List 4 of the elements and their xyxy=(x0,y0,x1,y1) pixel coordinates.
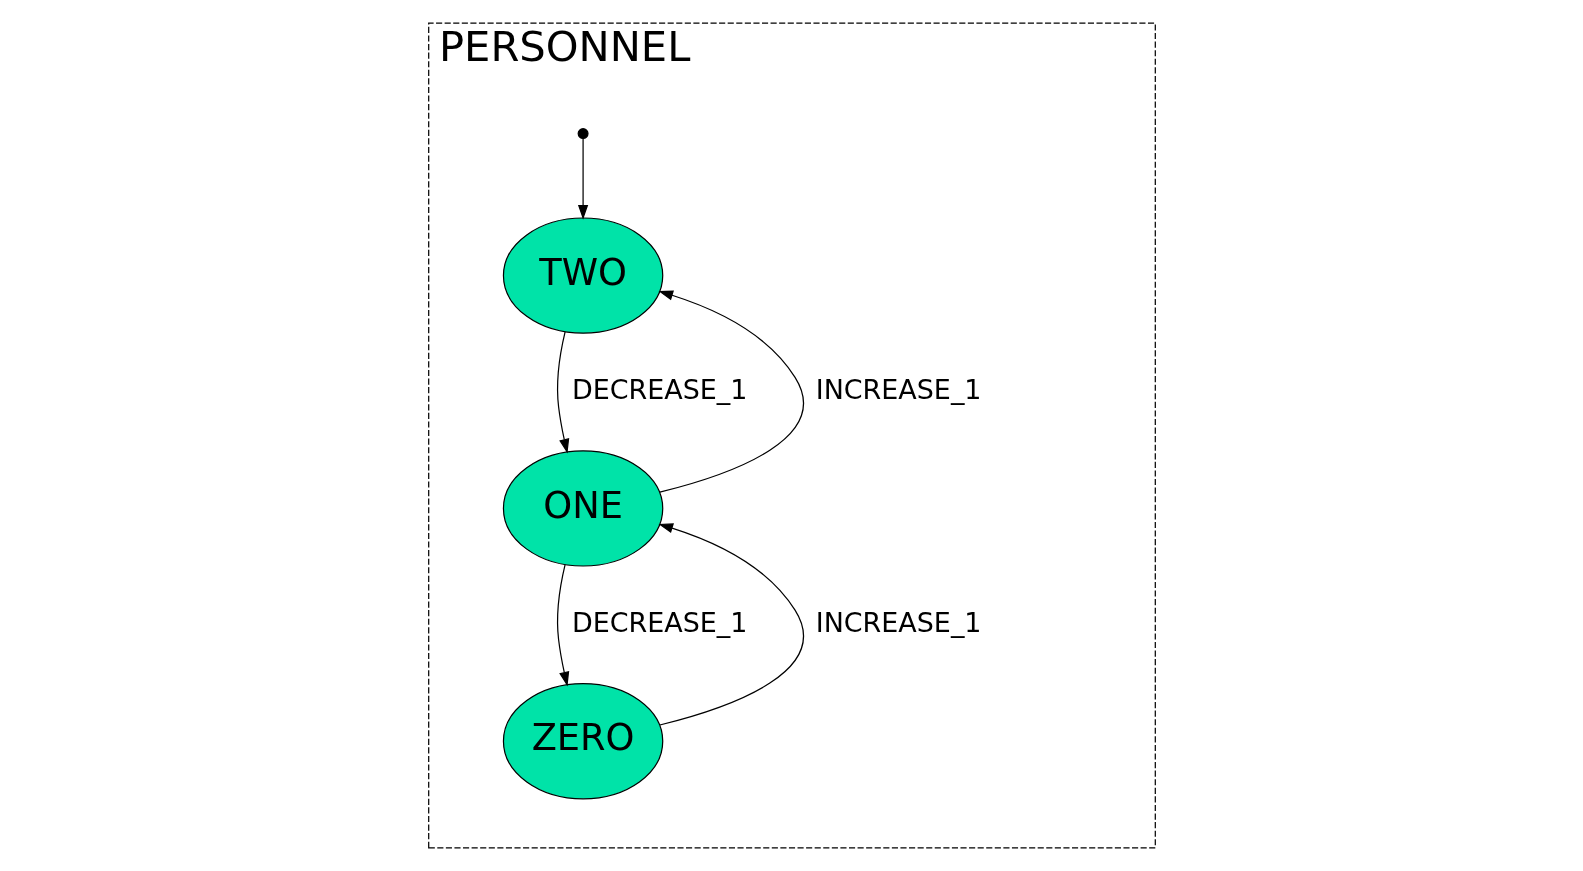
edge-label: DECREASE_1 xyxy=(571,373,747,405)
edge-label: DECREASE_1 xyxy=(571,606,747,638)
edge-label: INCREASE_1 xyxy=(815,373,982,405)
edge-label: INCREASE_1 xyxy=(815,606,982,638)
